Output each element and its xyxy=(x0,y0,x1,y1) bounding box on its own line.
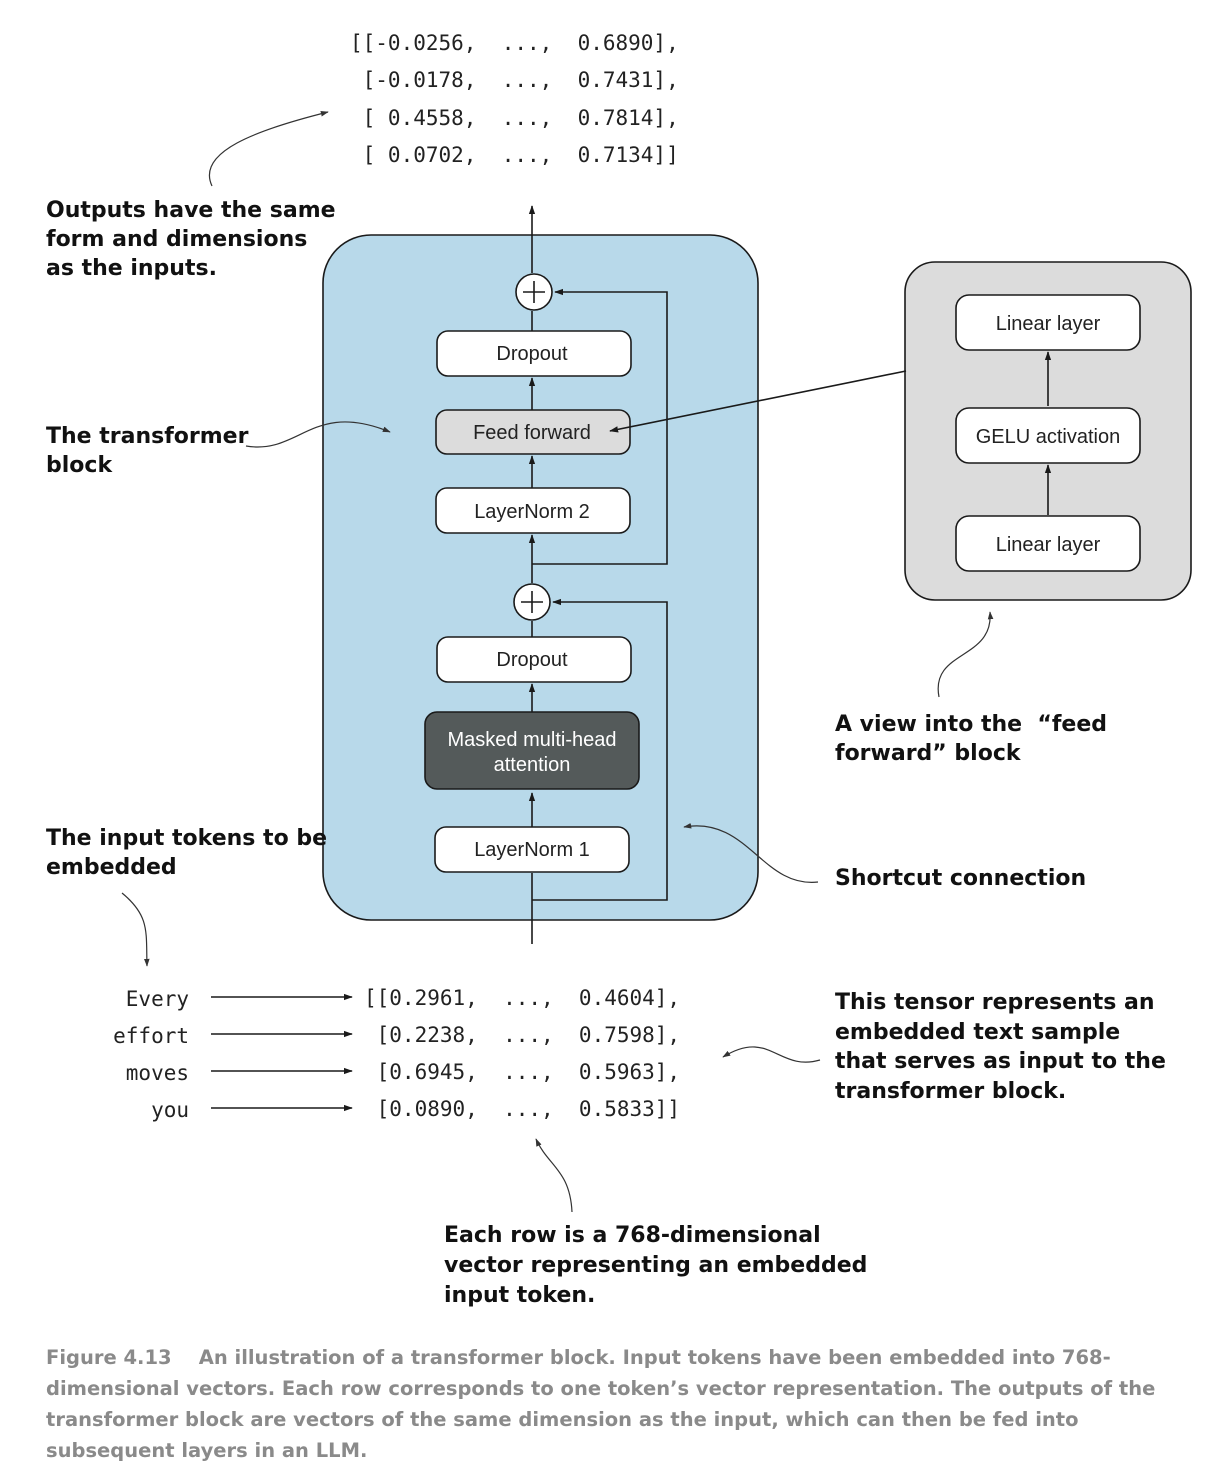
svg-text:Shortcut connection: Shortcut connection xyxy=(835,866,1086,891)
annotation-curves xyxy=(121,111,994,1213)
annotation-shortcut: Shortcut connection xyxy=(835,866,1086,891)
ff-gelu-box: GELU activation xyxy=(955,407,1141,464)
annotation-tensor: This tensor represents an embedded text … xyxy=(835,990,1166,1104)
svg-text:forward” block: forward” block xyxy=(835,741,1022,766)
add-node-bottom xyxy=(513,583,551,621)
feed-forward-zoom-line xyxy=(609,370,907,433)
svg-text:A view into the “feed: A view into the “feed xyxy=(835,712,1107,737)
annotation-input-tokens: The input tokens to be embedded xyxy=(46,826,327,880)
dropout-bottom-label: Dropout xyxy=(496,649,568,671)
svg-text:as the inputs.: as the inputs. xyxy=(46,256,217,281)
svg-text:that serves as input to the: that serves as input to the xyxy=(835,1049,1166,1074)
dropout-top-label: Dropout xyxy=(496,343,568,365)
layernorm1-label: LayerNorm 1 xyxy=(474,839,590,861)
svg-text:embedded text sample: embedded text sample xyxy=(835,1020,1120,1045)
svg-text:vector representing an embedde: vector representing an embedded xyxy=(444,1253,867,1278)
input-row-2: [0.2238, ..., 0.7598], xyxy=(364,1023,680,1047)
ff-linear-top-box: Linear layer xyxy=(955,294,1141,351)
add-node-top xyxy=(515,273,553,311)
output-tensor: [[-0.0256, ..., 0.6890], [-0.0178, ..., … xyxy=(350,31,679,167)
ff-linear-bottom-label: Linear layer xyxy=(996,534,1101,556)
token-you: you xyxy=(151,1098,189,1122)
input-tokens-pointer xyxy=(121,892,150,967)
feed-forward-box: Feed forward xyxy=(435,409,631,455)
svg-text:embedded: embedded xyxy=(46,855,177,880)
tensor-pointer xyxy=(722,1046,821,1063)
layernorm2-label: LayerNorm 2 xyxy=(474,501,590,523)
token-arrows xyxy=(211,993,353,1112)
ff-view-pointer xyxy=(937,611,994,698)
attention-label-line2: attention xyxy=(494,754,571,776)
svg-text:transformer block.: transformer block. xyxy=(835,1079,1066,1104)
svg-text:Each row is a 768-dimensional: Each row is a 768-dimensional xyxy=(444,1223,821,1248)
figure-caption: Figure 4.13 An illustration of a transfo… xyxy=(46,1346,1155,1462)
output-row-2: [-0.0178, ..., 0.7431], xyxy=(350,68,679,92)
svg-text:block: block xyxy=(46,453,113,478)
annotation-transformer-block: The transformer block xyxy=(46,424,249,478)
svg-text:form and dimensions: form and dimensions xyxy=(46,227,307,252)
shortcut-pointer xyxy=(683,823,819,883)
token-every: Every xyxy=(126,987,189,1011)
layernorm2-box: LayerNorm 2 xyxy=(435,487,631,534)
output-row-1: [[-0.0256, ..., 0.6890], xyxy=(350,31,679,55)
attention-label-line1: Masked multi-head xyxy=(448,729,617,751)
shortcut-connection-upper xyxy=(532,288,668,565)
dropout-bottom-box: Dropout xyxy=(436,636,632,683)
svg-text:This tensor represents an: This tensor represents an xyxy=(835,990,1155,1015)
feed-forward-label: Feed forward xyxy=(473,422,591,444)
annotation-ff-view: A view into the “feed forward” block xyxy=(835,712,1107,766)
token-effort: effort xyxy=(113,1024,189,1048)
each-row-pointer xyxy=(535,1138,573,1213)
input-row-4: [0.0890, ..., 0.5833]] xyxy=(364,1097,680,1121)
svg-text:The transformer: The transformer xyxy=(46,424,249,449)
ff-linear-bottom-box: Linear layer xyxy=(955,515,1141,572)
caption-line-1: Figure 4.13 An illustration of a transfo… xyxy=(46,1346,1111,1369)
caption-line-4: subsequent layers in an LLM. xyxy=(46,1439,367,1462)
annotation-each-row: Each row is a 768-dimensional vector rep… xyxy=(444,1223,867,1308)
svg-text:The input tokens to be: The input tokens to be xyxy=(46,826,327,851)
token-moves: moves xyxy=(126,1061,189,1085)
layernorm1-box: LayerNorm 1 xyxy=(434,826,630,873)
svg-text:Outputs have the same: Outputs have the same xyxy=(46,198,336,223)
caption-line-2: dimensional vectors. Each row correspond… xyxy=(46,1377,1155,1400)
input-row-1: [[0.2961, ..., 0.4604], xyxy=(364,986,680,1010)
input-row-3: [0.6945, ..., 0.5963], xyxy=(364,1060,680,1084)
shortcut-connection-lower xyxy=(532,598,668,901)
attention-box: Masked multi-head attention xyxy=(424,711,640,790)
annotation-outputs: Outputs have the same form and dimension… xyxy=(46,198,336,281)
ff-linear-top-label: Linear layer xyxy=(996,313,1101,335)
outputs-pointer xyxy=(209,111,329,187)
ff-gelu-label: GELU activation xyxy=(976,426,1121,448)
output-row-4: [ 0.0702, ..., 0.7134]] xyxy=(350,143,679,167)
caption-line-3: transformer block are vectors of the sam… xyxy=(46,1408,1079,1431)
transformer-block-pointer xyxy=(245,421,391,448)
dropout-top-box: Dropout xyxy=(436,330,632,377)
input-tensor: [[0.2961, ..., 0.4604], [0.2238, ..., 0.… xyxy=(364,986,680,1121)
output-row-3: [ 0.4558, ..., 0.7814], xyxy=(350,106,679,130)
input-tokens: Every effort moves you xyxy=(113,987,189,1122)
svg-text:input token.: input token. xyxy=(444,1283,595,1308)
shortcut-connections xyxy=(532,288,668,901)
